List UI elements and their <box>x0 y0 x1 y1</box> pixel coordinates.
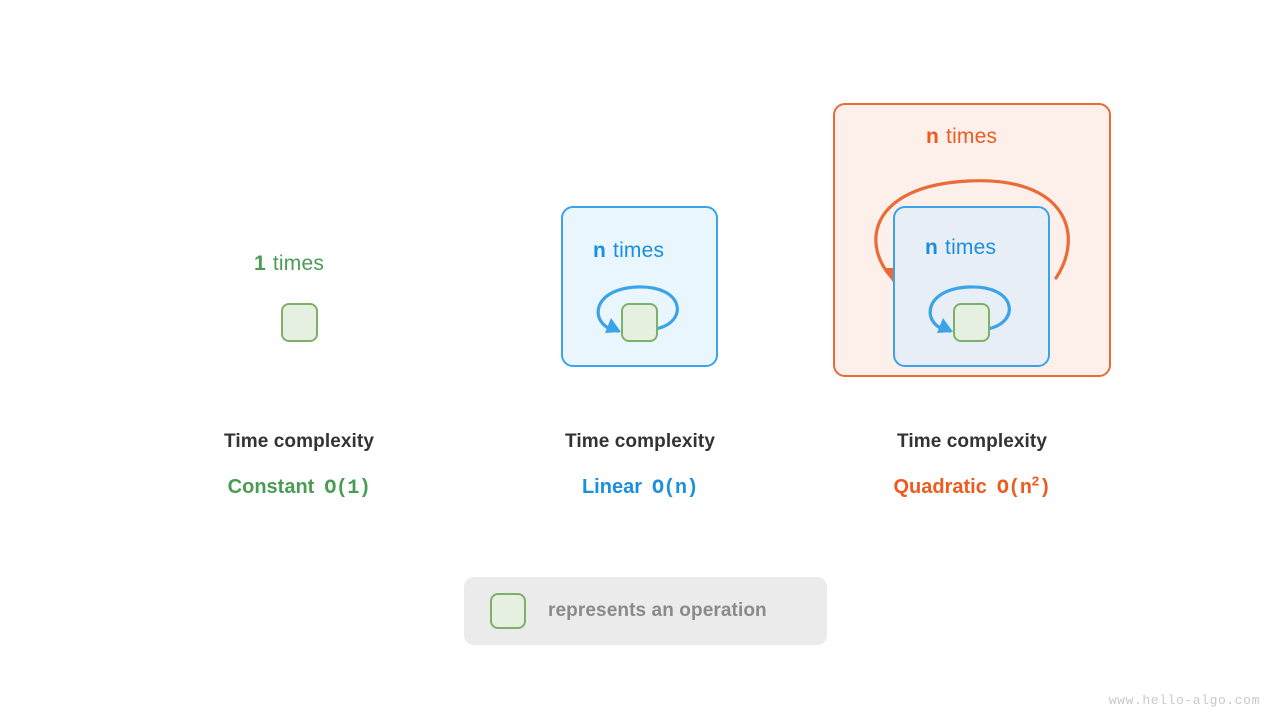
complexity-bigo-quadratic-base: O(n <box>996 477 1032 500</box>
complexity-bigo-quadratic: O(n2) <box>996 475 1051 500</box>
loop-box-quadratic-inner <box>893 206 1050 367</box>
quadratic-outer-times-word: times <box>946 125 998 148</box>
complexity-bigo-constant: O(1) <box>324 477 371 500</box>
watermark-url: www.hello-algo.com <box>1108 693 1260 708</box>
label-value-constant: Constant O(1) <box>139 477 459 499</box>
complexity-bigo-linear: O(n) <box>652 477 699 500</box>
operation-box-quadratic <box>953 303 990 342</box>
legend-label: represents an operation <box>548 600 767 621</box>
quadratic-inner-times-count: n <box>925 236 939 259</box>
complexity-name-linear: Linear <box>581 476 642 498</box>
label-title-quadratic: Time complexity <box>896 431 1048 452</box>
label-column-linear: Time complexity Linear O(n) <box>480 432 800 499</box>
complexity-bigo-quadratic-close: ) <box>1039 477 1051 500</box>
label-title-linear: Time complexity <box>564 431 716 452</box>
label-column-constant: Time complexity Constant O(1) <box>139 432 459 499</box>
complexity-bigo-quadratic-exponent: 2 <box>1031 475 1040 491</box>
complexity-name-constant: Constant <box>227 476 315 498</box>
constant-times-count: 1 <box>254 252 266 275</box>
quadratic-outer-times-count: n <box>926 125 940 148</box>
label-value-quadratic: Quadratic O(n2) <box>812 475 1132 500</box>
label-title-constant: Time complexity <box>223 431 375 452</box>
operation-box-constant <box>281 303 318 342</box>
quadratic-inner-times-word: times <box>945 236 997 259</box>
label-column-quadratic: Time complexity Quadratic O(n2) <box>812 432 1132 499</box>
linear-times-word: times <box>613 239 665 262</box>
legend-box: represents an operation <box>464 577 827 645</box>
complexity-name-quadratic: Quadratic <box>893 476 987 498</box>
constant-times-caption: 1 times <box>254 253 324 274</box>
label-value-linear: Linear O(n) <box>480 477 800 499</box>
loop-box-linear <box>561 206 718 367</box>
linear-times-count: n <box>593 239 607 262</box>
operation-box-linear <box>621 303 658 342</box>
constant-times-word: times <box>272 252 325 275</box>
legend-operation-swatch <box>490 593 526 629</box>
